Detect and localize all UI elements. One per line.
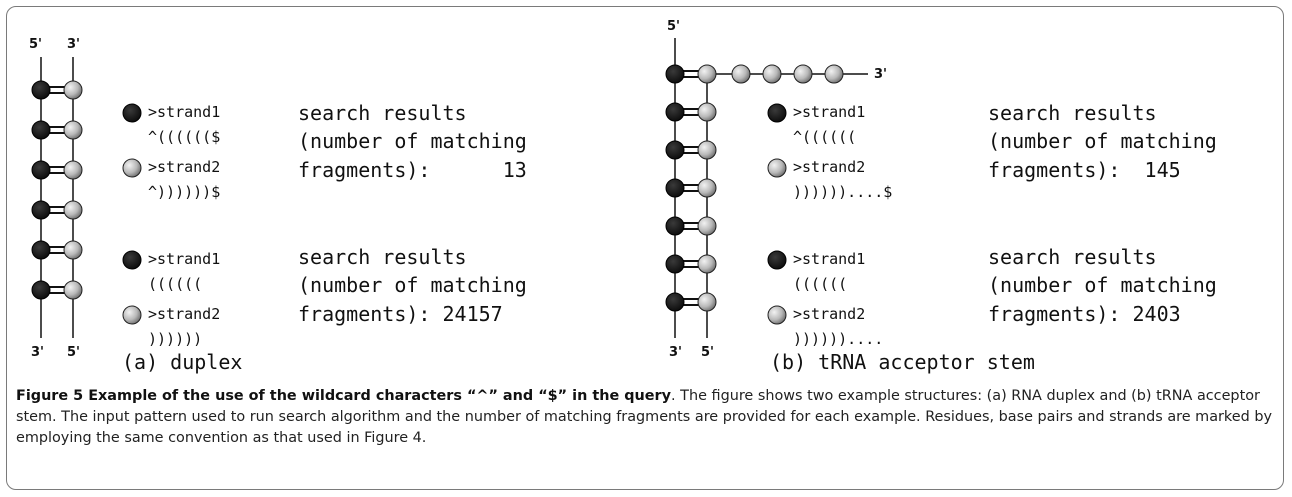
strand1-dark-icon (767, 103, 787, 123)
duplex-residue-strand1 (31, 240, 51, 260)
duplex-q1-strand2-label: >strand2 (148, 158, 220, 176)
strand2-light-icon (767, 158, 787, 178)
trna-residue-tail (793, 64, 813, 84)
trna-residue-tail (824, 64, 844, 84)
duplex-residue-strand1 (31, 80, 51, 100)
strand1-dark-icon (122, 250, 142, 270)
trna-q2-strand1-pattern: (((((( (793, 275, 847, 293)
trna-q2-result-line3: fragments): 2403 (988, 302, 1181, 326)
duplex-q2-strand1-pattern: (((((( (148, 275, 202, 293)
strand2-light-icon (122, 158, 142, 178)
duplex-q2-result-line2: (number of matching (298, 273, 527, 297)
strand1-dark-icon (767, 250, 787, 270)
strand1-dark-icon (122, 103, 142, 123)
panel-b-label: (b) tRNA acceptor stem (770, 350, 1035, 374)
trna-residue-strand1 (665, 292, 685, 312)
duplex-residue-strand2 (63, 120, 83, 140)
duplex-top-label-5: 5' (29, 37, 42, 52)
duplex-q2-result-line3: fragments): 24157 (298, 302, 503, 326)
strand2-light-icon (122, 305, 142, 325)
figure-illustration: 5' 3' 3' 5' >strand1 ^(((((($ >strand2 ^… (29, 19, 1217, 374)
trna-tail-label-3: 3' (874, 67, 887, 82)
trna-q1-strand1-pattern: ^(((((( (793, 128, 856, 146)
trna-q1-result-line3: fragments): 145 (988, 158, 1181, 182)
trna-residue-strand2 (697, 292, 717, 312)
duplex-residue-strand2 (63, 80, 83, 100)
duplex-q2-strand1-label: >strand1 (148, 250, 220, 268)
trna-residue-strand2 (697, 140, 717, 160)
duplex-residue-strand2 (63, 200, 83, 220)
duplex-structure (31, 57, 83, 338)
trna-q2-result-line2: (number of matching (988, 273, 1217, 297)
trna-q2-strand2-pattern: )))))).... (793, 330, 883, 348)
duplex-residue-strand2 (63, 240, 83, 260)
trna-q2-strand2-label: >strand2 (793, 305, 865, 323)
trna-bottom-label-3: 3' (669, 345, 682, 360)
duplex-q2-strand2-pattern: )))))) (148, 330, 202, 348)
trna-q2-strand1-label: >strand1 (793, 250, 865, 268)
duplex-q2-result-line1: search results (298, 245, 467, 269)
trna-q1-strand2-pattern: ))))))....$ (793, 183, 892, 201)
trna-residue-tail (731, 64, 751, 84)
duplex-top-label-3: 3' (67, 37, 80, 52)
trna-residue-strand2 (697, 254, 717, 274)
figure-caption: Figure 5 Example of the use of the wildc… (16, 386, 1278, 449)
caption-title: Figure 5 Example of the use of the wildc… (16, 388, 672, 404)
trna-residue-strand1 (665, 64, 685, 84)
trna-q1-strand1-label: >strand1 (793, 103, 865, 121)
duplex-bottom-label-3: 3' (31, 345, 44, 360)
trna-residue-strand2 (697, 64, 717, 84)
caption-body: . The figure shows two example structure… (16, 388, 1272, 446)
trna-residue-strand2 (697, 216, 717, 236)
duplex-q1-strand2-pattern: ^))))))$ (148, 183, 220, 201)
duplex-residue-strand2 (63, 160, 83, 180)
figure-frame (6, 6, 1284, 490)
trna-residue-strand1 (665, 254, 685, 274)
trna-q1-result-line1: search results (988, 101, 1157, 125)
trna-q2-result-line1: search results (988, 245, 1157, 269)
duplex-residue-strand1 (31, 200, 51, 220)
trna-residue-tail (762, 64, 782, 84)
duplex-bottom-label-5: 5' (67, 345, 80, 360)
strand2-light-icon (767, 305, 787, 325)
trna-residue-strand1 (665, 178, 685, 198)
trna-structure (665, 38, 868, 338)
duplex-residue-strand1 (31, 160, 51, 180)
duplex-residue-strand1 (31, 120, 51, 140)
panel-a-label: (a) duplex (122, 350, 242, 374)
trna-residue-strand1 (665, 102, 685, 122)
trna-top-label-5: 5' (667, 19, 680, 34)
duplex-q1-result-line1: search results (298, 101, 467, 125)
duplex-residue-strand1 (31, 280, 51, 300)
duplex-residue-strand2 (63, 280, 83, 300)
trna-residue-strand1 (665, 216, 685, 236)
duplex-q1-result-line3: fragments): 13 (298, 158, 527, 182)
trna-bottom-label-5: 5' (701, 345, 714, 360)
trna-residue-strand1 (665, 140, 685, 160)
trna-residue-strand2 (697, 178, 717, 198)
duplex-q1-strand1-pattern: ^(((((($ (148, 128, 220, 146)
duplex-q1-result-line2: (number of matching (298, 129, 527, 153)
duplex-q2-strand2-label: >strand2 (148, 305, 220, 323)
trna-residue-strand2 (697, 102, 717, 122)
trna-q1-strand2-label: >strand2 (793, 158, 865, 176)
duplex-q1-strand1-label: >strand1 (148, 103, 220, 121)
trna-q1-result-line2: (number of matching (988, 129, 1217, 153)
